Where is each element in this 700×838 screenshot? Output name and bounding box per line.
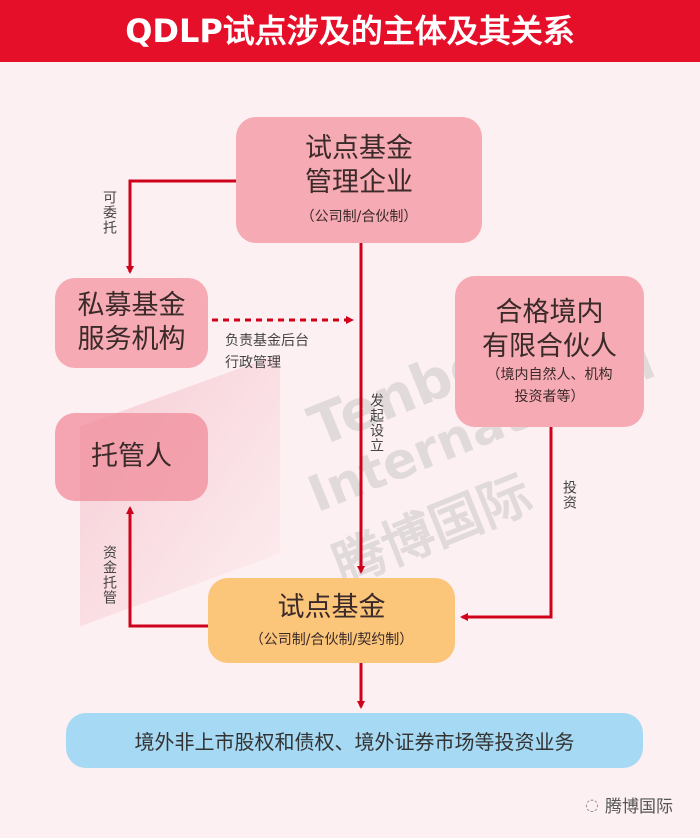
node-manager-sub: （公司制/合伙制） xyxy=(300,209,418,225)
node-service-line2: 服务机构 xyxy=(77,324,186,355)
edge-delegate xyxy=(126,179,236,274)
node-lp-sub1: （境内自然人、机构 xyxy=(486,366,613,383)
footer-brand-label: 腾博国际 xyxy=(604,797,673,817)
edge-label-establish: 发起设立 xyxy=(368,393,384,453)
edge-custody xyxy=(126,506,208,628)
node-business: 境外非上市股权和债权、境外证券市场等投资业务 xyxy=(66,713,643,768)
node-lp: 合格境内 有限合伙人 （境内自然人、机构 投资者等） xyxy=(455,276,644,427)
node-manager: 试点基金 管理企业 （公司制/合伙制） xyxy=(236,117,482,243)
edge-label-custody: 资金托管 xyxy=(101,545,117,605)
node-fund: 试点基金 （公司制/合伙制/契约制） xyxy=(208,578,455,663)
edge-invest xyxy=(460,427,553,621)
node-manager-line1: 试点基金 xyxy=(305,133,413,164)
node-service-line1: 私募基金 xyxy=(77,290,186,321)
node-fund-label: 试点基金 xyxy=(277,591,386,623)
node-service: 私募基金 服务机构 xyxy=(55,278,208,368)
footer-brand: ◌ 腾博国际 xyxy=(585,792,673,817)
node-fund-sub: （公司制/合伙制/契约制） xyxy=(249,631,414,648)
node-lp-sub2: 投资者等） xyxy=(514,388,585,405)
edge-label-delegate: 可委托 xyxy=(101,190,117,235)
node-lp-line2: 有限合伙人 xyxy=(482,330,617,362)
node-custodian-label: 托管人 xyxy=(91,441,172,472)
diagram-title: QDLP试点涉及的主体及其关系 xyxy=(0,0,700,62)
node-manager-line2: 管理企业 xyxy=(305,167,413,198)
node-business-label: 境外非上市股权和债权、境外证券市场等投资业务 xyxy=(134,730,575,754)
wechat-icon: ◌ xyxy=(585,795,599,814)
node-lp-line1: 合格境内 xyxy=(495,296,604,328)
edge-label-admin2: 行政管理 xyxy=(225,355,281,371)
node-custodian: 托管人 xyxy=(55,413,208,501)
edge-label-invest: 投资 xyxy=(561,480,577,510)
edge-label-admin1: 负责基金后台 xyxy=(225,333,309,349)
